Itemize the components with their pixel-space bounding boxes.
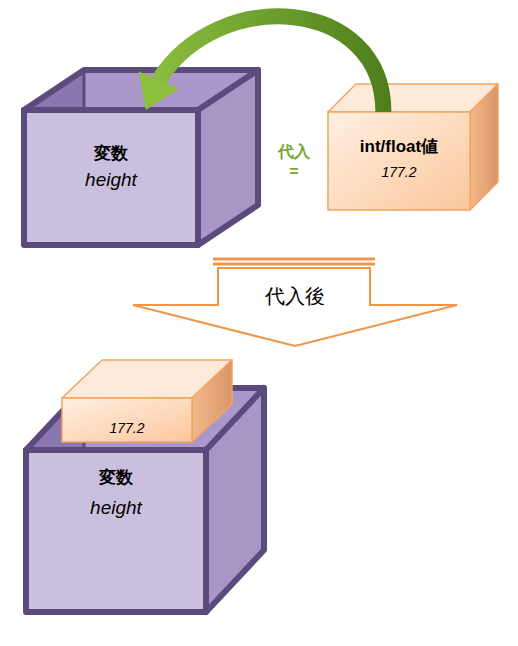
value-box-side xyxy=(470,84,498,210)
text-group: 177.2 xyxy=(62,419,192,437)
value-box-front xyxy=(62,398,192,442)
box-side xyxy=(206,388,264,612)
assign-label: 代入 xyxy=(278,142,310,162)
text-group: 変数 height xyxy=(24,143,198,191)
box-front xyxy=(24,110,198,245)
value-box: 177.2 xyxy=(62,398,192,442)
value-box: int/float値 177.2 xyxy=(328,112,470,210)
assign-arrow xyxy=(139,16,384,112)
arrow-head xyxy=(139,71,179,110)
box-value: 177.2 xyxy=(381,163,416,181)
value-box-top xyxy=(328,84,498,112)
box-value: height xyxy=(90,496,142,519)
arrow-curve xyxy=(159,16,384,112)
text-group: 変数 height xyxy=(26,467,206,519)
inner-edge xyxy=(83,70,86,110)
box-heading: 変数 xyxy=(94,143,128,164)
value-box-side xyxy=(192,360,232,442)
down-arrow-outline xyxy=(133,268,457,346)
box-heading: 代入後 xyxy=(265,284,325,308)
variable-box: 変数 height xyxy=(24,110,198,245)
arrow-bar xyxy=(213,258,375,261)
variable-box: 変数height177.2 xyxy=(26,450,206,612)
value-box-shape xyxy=(328,112,329,113)
box-value: height xyxy=(85,168,137,191)
box-body xyxy=(24,110,25,111)
box-heading: 177.2 xyxy=(109,419,144,437)
box-body xyxy=(26,450,27,451)
box-side xyxy=(198,70,258,245)
text-group: int/float値 177.2 xyxy=(328,136,470,181)
text-group: 代入後 xyxy=(132,284,458,308)
arrow-bar xyxy=(213,263,375,266)
box-front xyxy=(26,450,206,612)
box-heading: 変数 xyxy=(99,467,133,488)
box-heading: int/float値 xyxy=(360,136,438,157)
assign-label: = xyxy=(289,162,298,182)
down-arrow-shape xyxy=(132,256,133,257)
value-box-shape xyxy=(62,398,63,399)
result-arrow: 代入後 xyxy=(132,256,458,348)
value-box-front xyxy=(328,112,470,210)
